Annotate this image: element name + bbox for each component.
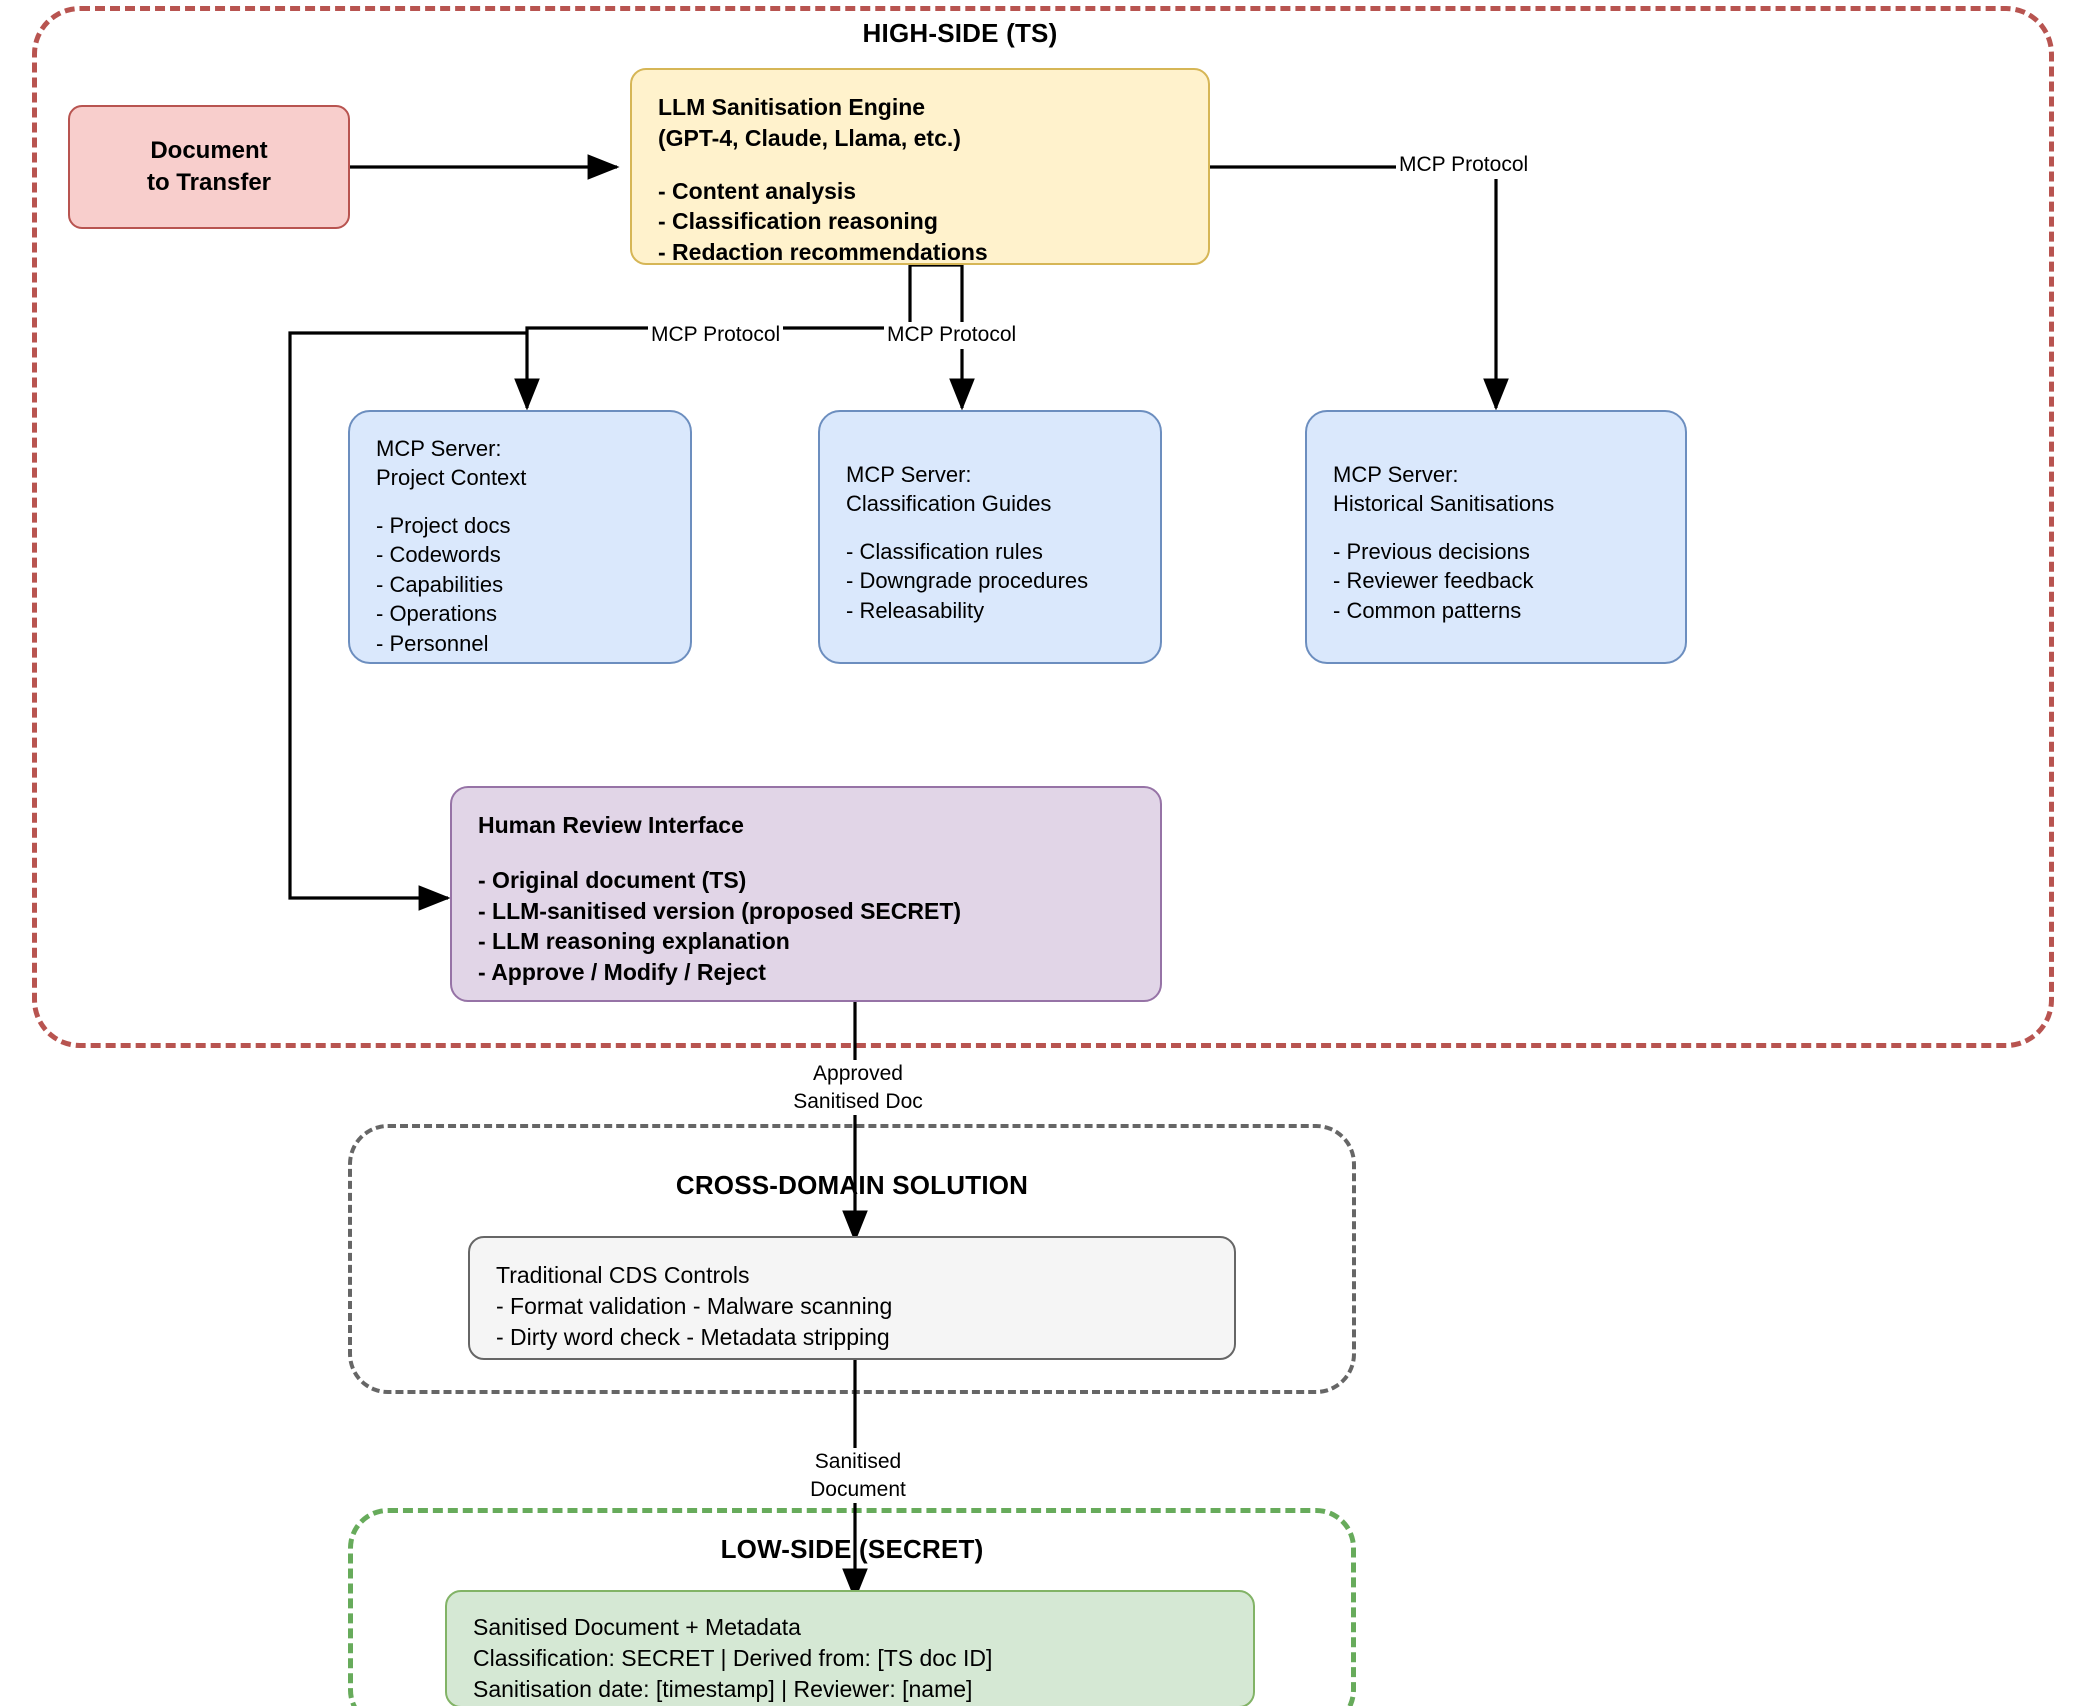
human-review-title: Human Review Interface xyxy=(478,812,744,838)
llm-bullet-1: - Classification reasoning xyxy=(658,208,938,235)
mcp-hist-bullet-2: - Common patterns xyxy=(1333,597,1522,623)
llm-bullet-0: - Content analysis xyxy=(658,177,857,204)
node-mcp-server-project-context[interactable]: MCP Server: Project Context - Project do… xyxy=(348,410,692,664)
mcp-class-title-1: MCP Server: xyxy=(846,462,972,487)
edge-label-sanitised-line2: Document xyxy=(810,1477,906,1501)
mcp-hist-bullet-0: - Previous decisions xyxy=(1333,538,1530,564)
edge-label-mcp-protocol-right: MCP Protocol xyxy=(1396,152,1532,179)
cds-controls-bullet-1: - Dirty word check - Metadata stripping xyxy=(496,1323,890,1350)
spacer xyxy=(376,493,664,511)
edge-label-approved-line2: Sanitised Doc xyxy=(793,1089,923,1113)
mcp-project-title-2: Project Context xyxy=(376,465,527,491)
spacer xyxy=(1333,519,1659,537)
output-line-1: Classification: SECRET | Derived from: [… xyxy=(473,1644,993,1671)
edge-label-mcp-protocol-mid-left: MCP Protocol xyxy=(648,322,784,349)
output-line-2: Sanitisation date: [timestamp] | Reviewe… xyxy=(473,1675,973,1702)
node-document-to-transfer[interactable]: Document to Transfer xyxy=(68,105,350,229)
zone-low-side xyxy=(348,1508,1356,1706)
mcp-hist-bullet-1: - Reviewer feedback xyxy=(1333,568,1534,594)
human-review-bullet-2: - LLM reasoning explanation xyxy=(478,928,790,955)
mcp-project-bullet-1: - Codewords xyxy=(376,542,501,568)
zone-title-cross-domain: CROSS-DOMAIN SOLUTION xyxy=(675,1170,1029,1200)
human-review-bullet-3: - Approve / Modify / Reject xyxy=(478,959,766,986)
edge-label-sanitised-document: Sanitised Document xyxy=(775,1448,941,1504)
zone-high-side xyxy=(32,6,2054,1048)
spacer xyxy=(658,154,1182,176)
document-line-1: Document xyxy=(150,136,268,164)
cds-controls-bullet-0: - Format validation - Malware scanning xyxy=(496,1292,893,1319)
mcp-hist-title-1: MCP Server: xyxy=(1333,462,1459,487)
mcp-project-bullet-3: - Operations xyxy=(376,601,498,627)
mcp-project-bullet-2: - Capabilities xyxy=(376,571,504,597)
node-mcp-server-historical-sanitisations[interactable]: MCP Server: Historical Sanitisations - P… xyxy=(1305,410,1687,664)
llm-bullet-2: - Redaction recommendations xyxy=(658,239,988,266)
mcp-class-bullet-2: - Releasability xyxy=(846,597,985,623)
llm-title-line-2: (GPT-4, Claude, Llama, etc.) xyxy=(658,124,961,151)
document-line-2: to Transfer xyxy=(146,169,272,196)
edge-label-sanitised-line1: Sanitised xyxy=(814,1450,902,1473)
zone-title-low-side: LOW-SIDE (SECRET) xyxy=(720,1534,984,1564)
mcp-class-bullet-0: - Classification rules xyxy=(846,538,1043,564)
mcp-class-title-2: Classification Guides xyxy=(846,491,1052,517)
cds-controls-title: Traditional CDS Controls xyxy=(496,1262,750,1288)
zone-title-high-side: HIGH-SIDE (TS) xyxy=(862,18,1058,48)
llm-title-line-1: LLM Sanitisation Engine xyxy=(658,94,926,120)
zone-cross-domain xyxy=(348,1124,1356,1394)
edge-label-approved-line1: Approved xyxy=(813,1062,903,1085)
mcp-class-bullet-1: - Downgrade procedures xyxy=(846,568,1089,594)
human-review-bullet-0: - Original document (TS) xyxy=(478,866,747,893)
edge-label-mcp-protocol-mid-right: MCP Protocol xyxy=(884,322,1020,349)
node-human-review-interface[interactable]: Human Review Interface - Original docume… xyxy=(450,786,1162,1002)
node-sanitised-document-output[interactable]: Sanitised Document + Metadata Classifica… xyxy=(445,1590,1255,1706)
edge-label-approved-sanitised-doc: Approved Sanitised Doc xyxy=(765,1060,951,1116)
human-review-bullet-1: - LLM-sanitised version (proposed SECRET… xyxy=(478,897,962,924)
output-line-0: Sanitised Document + Metadata xyxy=(473,1614,801,1640)
spacer xyxy=(478,841,1134,865)
spacer xyxy=(846,519,1134,537)
mcp-project-title-1: MCP Server: xyxy=(376,436,502,461)
mcp-hist-title-2: Historical Sanitisations xyxy=(1333,491,1555,517)
mcp-project-bullet-0: - Project docs xyxy=(376,512,511,538)
node-llm-sanitisation-engine[interactable]: LLM Sanitisation Engine (GPT-4, Claude, … xyxy=(630,68,1210,265)
mcp-project-bullet-4: - Personnel xyxy=(376,630,489,656)
node-mcp-server-classification-guides[interactable]: MCP Server: Classification Guides - Clas… xyxy=(818,410,1162,664)
node-traditional-cds-controls[interactable]: Traditional CDS Controls - Format valida… xyxy=(468,1236,1236,1360)
